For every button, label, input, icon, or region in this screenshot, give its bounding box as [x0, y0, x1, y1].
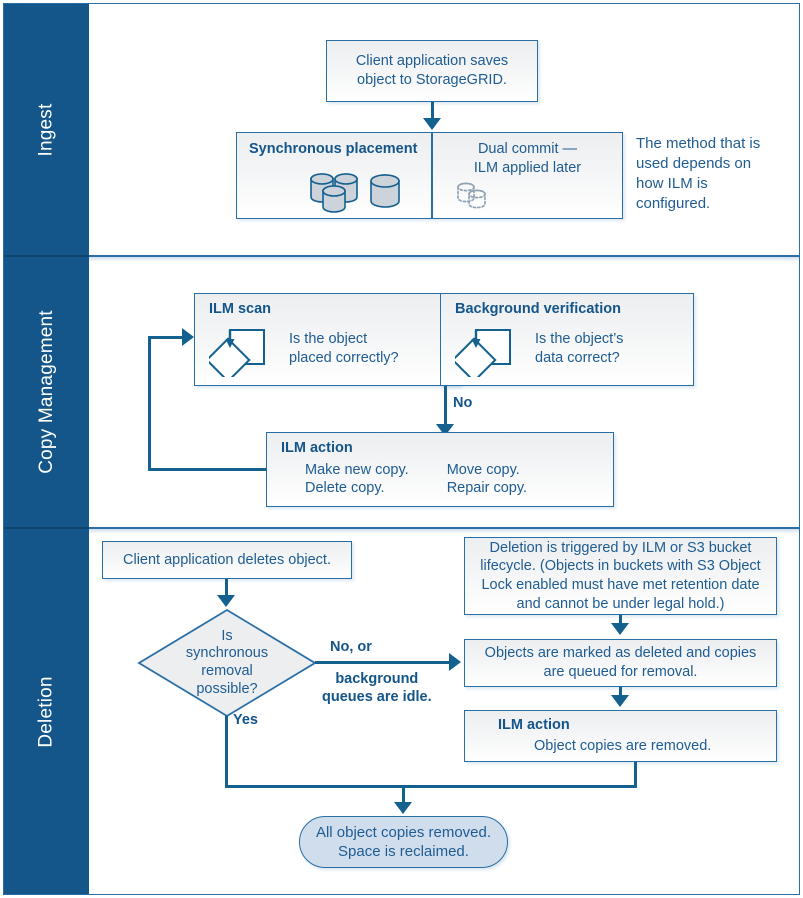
deletion-terminator: All object copies removed. Space is recl…: [299, 816, 508, 868]
lane-band-deletion: Deletion: [4, 529, 89, 894]
copy-feedback-line-bottom: [148, 468, 270, 471]
lane-label-deletion: Deletion: [35, 675, 57, 748]
deletion-yes-edge-label: Yes: [233, 712, 258, 728]
copy-ilm-scan-question: Is the object placed correctly?: [289, 331, 399, 366]
ingest-client-save-box: Client application saves object to Stora…: [326, 40, 538, 102]
copy-no-edge-label: No: [453, 395, 473, 411]
copy-background-verification-box: Background verification Is the object’s …: [440, 293, 694, 386]
copy-ilm-action-title: ILM action: [281, 440, 353, 456]
lane-band-copy-management: Copy Management: [4, 257, 89, 527]
deletion-client-delete-box: Client application deletes object.: [102, 541, 352, 579]
copy-feedback-line-left: [148, 336, 151, 471]
ingest-dual-commit-box: Dual commit — ILM applied later: [432, 132, 623, 219]
deletion-marked-deleted-box: Objects are marked as deleted and copies…: [464, 639, 777, 687]
scan-loop-icon: [209, 321, 275, 377]
copy-ilm-action-actions-left: Make new copy. Delete copy.: [305, 461, 409, 497]
deletion-trigger-note-text: Deletion is triggered by ILM or S3 bucke…: [480, 539, 761, 612]
lane-rule-1: [89, 255, 799, 262]
deletion-marked-deleted-text: Objects are marked as deleted and copies…: [484, 645, 757, 680]
lane-band-separator-1: [4, 255, 89, 257]
ingest-synchronous-placement-title: Synchronous placement: [249, 141, 418, 157]
scan-loop-icon: [455, 321, 521, 377]
deletion-no-arrowhead-icon: [449, 653, 461, 671]
deletion-ilm-to-terminator-line-horizontal: [402, 785, 637, 788]
deletion-ilm-action-title: ILM action: [498, 717, 570, 733]
lane-rule-2: [89, 527, 799, 534]
lane-label-copy-management: Copy Management: [35, 310, 57, 474]
deletion-ilm-action-box: ILM action Object copies are removed.: [464, 710, 777, 762]
copy-background-verification-title: Background verification: [455, 301, 621, 317]
ingest-connector-line: [431, 102, 434, 128]
pending-copies-icon: [455, 179, 507, 209]
ingest-client-save-text: Client application saves object to Stora…: [355, 53, 509, 88]
copy-background-verification-question: Is the object’s data correct?: [535, 331, 624, 366]
deletion-client-delete-text: Client application deletes object.: [123, 551, 331, 568]
copy-feedback-line-top: [148, 336, 188, 339]
deletion-yes-line-vertical: [225, 716, 228, 788]
deletion-ilm-action-body: Object copies are removed.: [534, 737, 712, 754]
deletion-ilm-to-terminator-line-vertical: [634, 762, 637, 788]
ingest-connector-arrowhead-icon: [423, 118, 441, 130]
deletion-trigger-to-marked-arrowhead-icon: [611, 623, 629, 635]
deletion-client-to-decision-line: [225, 579, 228, 603]
copy-ilm-scan-title: ILM scan: [209, 301, 272, 317]
deletion-terminator-arrowhead-icon: [394, 802, 412, 814]
lane-label-ingest: Ingest: [35, 103, 57, 156]
object-copies-icon: [249, 165, 431, 213]
deletion-trigger-note-box: Deletion is triggered by ILM or S3 bucke…: [464, 537, 777, 615]
deletion-marked-to-ilm-arrowhead-icon: [611, 695, 629, 707]
deletion-no-line: [315, 661, 455, 664]
deletion-marked-to-ilm-line: [619, 687, 622, 701]
copy-feedback-arrowhead-icon: [182, 328, 194, 346]
deletion-yes-line-horizontal: [225, 785, 405, 788]
deletion-client-to-decision-arrowhead-icon: [217, 595, 235, 607]
deletion-decision-diamond: Is synchronous removal possible?: [137, 608, 317, 718]
deletion-no-edge-label-2: background queues are idle.: [322, 671, 432, 706]
deletion-terminator-drop-line: [402, 785, 405, 809]
copy-ilm-scan-box: ILM scan Is the object placed correctly?: [194, 293, 460, 386]
ingest-synchronous-placement-box: Synchronous placement: [236, 132, 432, 219]
ingest-dual-commit-title: Dual commit — ILM applied later: [473, 141, 582, 176]
lane-band-ingest: Ingest: [4, 4, 89, 255]
copy-ilm-action-box: ILM action Make new copy. Delete copy. M…: [266, 432, 614, 507]
deletion-terminator-text: All object copies removed. Space is recl…: [315, 823, 492, 861]
copy-ilm-action-actions-right: Move copy. Repair copy.: [446, 461, 528, 497]
lane-band-separator-2: [4, 527, 89, 529]
deletion-no-edge-label: No, or: [330, 639, 372, 655]
copy-no-connector-line: [444, 386, 447, 434]
ingest-note-text: The method that is used depends on how I…: [636, 135, 761, 212]
deletion-trigger-to-marked-line: [619, 615, 622, 629]
